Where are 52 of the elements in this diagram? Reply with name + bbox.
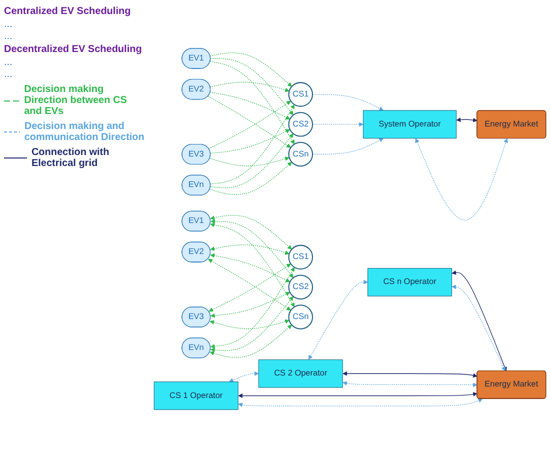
node-circle: CSn (288, 304, 314, 330)
arrow (238, 392, 478, 398)
ellipsis-text: ... (4, 57, 14, 68)
arrow (210, 319, 290, 330)
node-circle: CS1 (288, 244, 314, 270)
arrow (209, 162, 292, 195)
ellipsis-text: ... (4, 69, 14, 80)
node-box: CS n Operator (368, 268, 452, 296)
arrow (228, 371, 259, 382)
arrow (308, 280, 368, 360)
arrow (210, 104, 295, 184)
node-circle: CSn (288, 142, 314, 167)
arrow (209, 156, 290, 166)
node-box: System Operator (362, 110, 457, 138)
node-circle: CS2 (288, 112, 314, 137)
node-box: CS 1 Operator (154, 382, 238, 410)
node-circle: CS2 (288, 274, 314, 300)
arrow (452, 284, 506, 372)
arrow (210, 52, 292, 87)
section-title: Decentralized EV Scheduling (4, 44, 143, 55)
node-box: CS 2 Operator (258, 359, 343, 388)
arrow (210, 133, 294, 188)
legend-text: Decision making and communication Direction (24, 121, 146, 143)
arrow (210, 129, 290, 154)
arrow (210, 82, 290, 92)
arrow (342, 381, 478, 388)
arrow (312, 138, 384, 155)
arrow (210, 324, 292, 358)
arrow (210, 244, 290, 255)
arrow (456, 117, 478, 122)
arrow (452, 270, 507, 372)
arrow (210, 219, 294, 278)
legend-text: Decision making Direction between CS and EVs (24, 84, 128, 117)
arrow (312, 122, 364, 127)
arrow (210, 92, 290, 120)
section-title: Centralized EV Scheduling (4, 6, 132, 17)
arrow (342, 371, 478, 378)
arrow (210, 253, 290, 282)
arrow (312, 94, 384, 111)
ellipsis-text: ... (4, 19, 14, 30)
arrow (210, 296, 294, 352)
arrow (210, 267, 295, 349)
arrow (210, 292, 290, 318)
legend-text: Connection with Electrical grid (31, 147, 110, 169)
arrow (210, 61, 295, 144)
arrow (210, 215, 292, 250)
arrow (238, 398, 483, 408)
node-circle: CS1 (288, 82, 314, 107)
arrow (415, 138, 508, 220)
ellipsis-text: ... (4, 31, 14, 42)
arrow (210, 58, 294, 116)
arrow (210, 222, 295, 308)
